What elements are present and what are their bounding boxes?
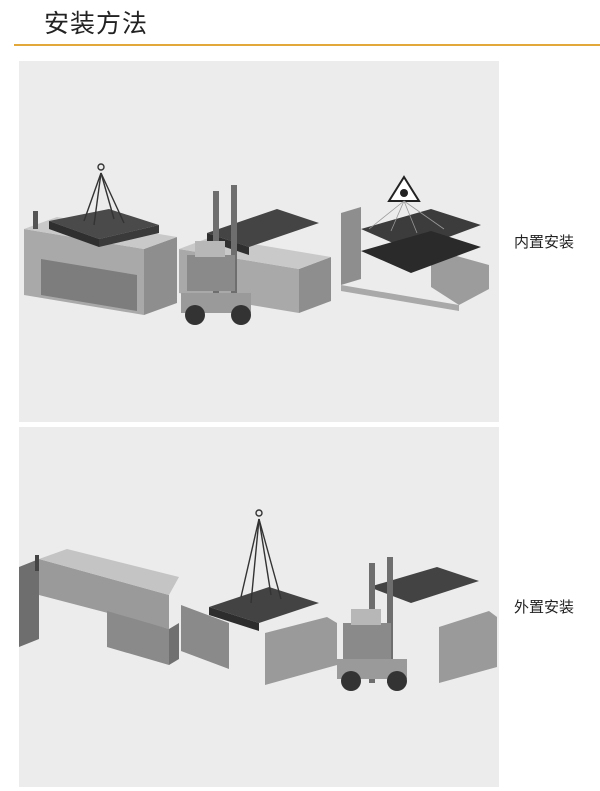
title-divider bbox=[14, 44, 600, 46]
built-in-install-drawing bbox=[24, 163, 489, 325]
pit-scene-3 bbox=[341, 207, 489, 311]
illustration-external bbox=[19, 427, 499, 787]
crane-slings-1 bbox=[83, 163, 125, 226]
external-install-drawing bbox=[19, 509, 497, 691]
forklift-1 bbox=[181, 185, 251, 325]
leveler-platform-1 bbox=[49, 209, 159, 247]
dock-scene-1 bbox=[19, 549, 179, 665]
forklift-2 bbox=[337, 557, 407, 691]
dock-scene-2 bbox=[181, 587, 337, 685]
dock-scene-3 bbox=[369, 567, 497, 683]
page-title: 安装方法 bbox=[44, 9, 149, 38]
illustration-built-in bbox=[19, 61, 499, 422]
warning-sign bbox=[368, 175, 445, 234]
crane-slings-2 bbox=[240, 509, 282, 604]
label-built-in: 内置安装 bbox=[514, 233, 575, 251]
label-external: 外置安装 bbox=[514, 598, 575, 616]
pit-scene-1 bbox=[24, 211, 177, 315]
